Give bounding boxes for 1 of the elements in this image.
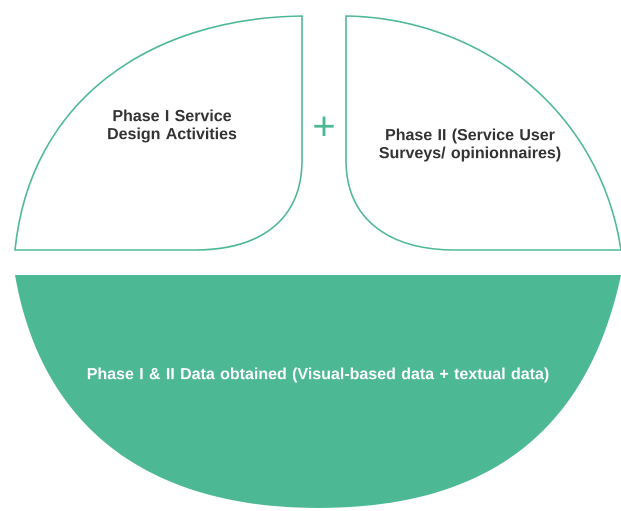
plus-sign: + xyxy=(314,116,334,136)
